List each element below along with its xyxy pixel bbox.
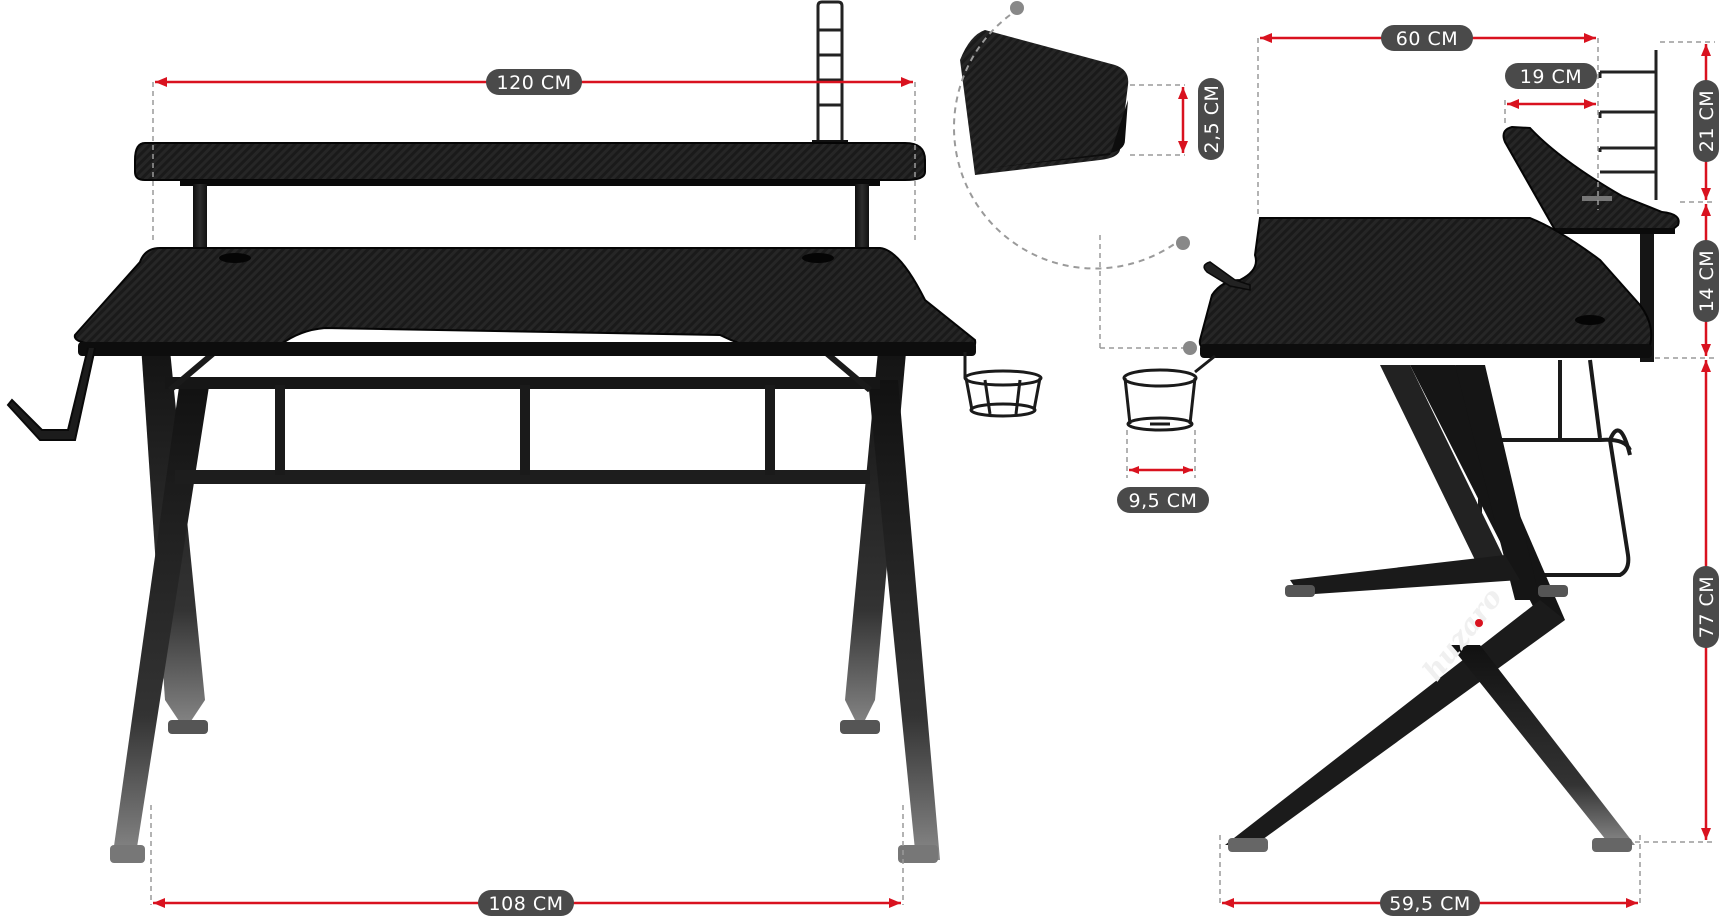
shelf-height-label: 14 CM bbox=[1696, 250, 1718, 312]
leg-span-width-label: 108 CM bbox=[489, 893, 564, 915]
front-leg-frame bbox=[110, 330, 940, 863]
monitor-shelf bbox=[134, 142, 926, 181]
front-view-desk bbox=[6, 0, 1043, 863]
cup-holder bbox=[963, 352, 1043, 418]
side-desktop-surface bbox=[1198, 217, 1653, 357]
headphone-stand-height-label: 21 CM bbox=[1696, 90, 1718, 152]
desktop-thickness-label: 2,5 CM bbox=[1201, 85, 1223, 154]
side-view-desk: huzaro bbox=[1122, 50, 1680, 852]
edge-zoom-detail: 2,5 CM bbox=[953, 1, 1224, 355]
headphone-hook bbox=[6, 347, 96, 441]
desktop-surface bbox=[73, 247, 977, 353]
shelf-support-left bbox=[193, 184, 207, 250]
top-shelf-width-label: 120 CM bbox=[497, 72, 572, 94]
cable-grommet-right bbox=[802, 253, 834, 263]
side-cable-grommet bbox=[1575, 315, 1605, 325]
shelf-support-right bbox=[855, 184, 869, 250]
leg-depth-label: 59,5 CM bbox=[1389, 893, 1471, 915]
side-headphone-hook bbox=[1203, 261, 1251, 291]
side-monitor-shelf bbox=[1502, 125, 1680, 231]
front-dimensions: 120 CM 108 CM bbox=[150, 69, 916, 916]
cable-grommet-left bbox=[219, 253, 251, 263]
desk-depth-label: 60 CM bbox=[1396, 28, 1458, 50]
cup-holder-diameter-label: 9,5 CM bbox=[1129, 490, 1198, 512]
shelf-depth-label: 19 CM bbox=[1520, 66, 1582, 88]
side-cup-holder bbox=[1122, 354, 1216, 432]
side-leg-frame: huzaro bbox=[1225, 365, 1635, 852]
side-headphone-stand bbox=[1582, 50, 1658, 201]
desk-height-label: 77 CM bbox=[1696, 576, 1718, 638]
side-dimensions: 60 CM 19 CM 21 CM 14 CM 77 CM bbox=[1117, 25, 1719, 916]
headphone-stand bbox=[812, 0, 848, 148]
